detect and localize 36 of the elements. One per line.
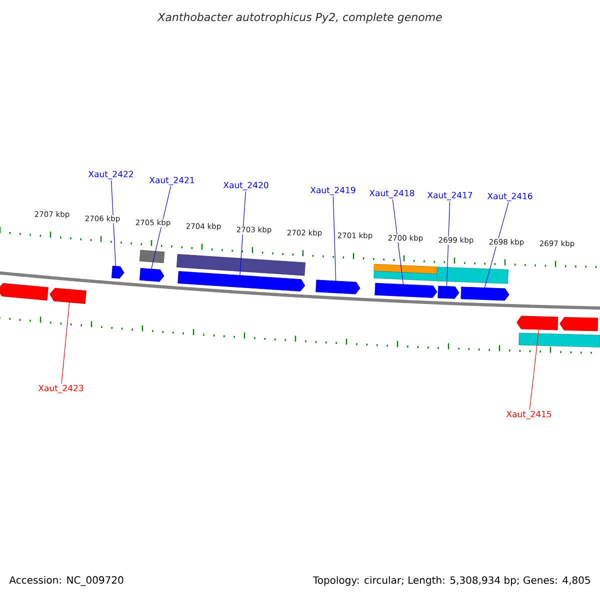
feature-bar [374, 264, 438, 274]
leader-line [110, 180, 116, 266]
gene-label: Xaut_2416 [487, 192, 532, 202]
gene-label: Xaut_2418 [369, 190, 414, 198]
gene-label: Xaut_2417 [427, 192, 472, 200]
leader-line [61, 302, 70, 384]
feature-bar [436, 266, 508, 284]
title: Xanthobacter autotrophicus Py2, complete genome [157, 12, 442, 24]
gene-label: Xaut_2422 [88, 170, 133, 180]
feature-bar [176, 254, 306, 276]
gene-label: Xaut_2423 [38, 384, 84, 394]
gene-feature [560, 317, 598, 332]
leader-line [151, 186, 172, 270]
gene-label: Xaut_2419 [310, 186, 356, 196]
genome-info: Topology: circular; Length: 5,308,934 bp; Genes: 4,805 [312, 576, 590, 586]
leader-line [484, 202, 509, 288]
gene-feature [178, 271, 306, 292]
leader-line [332, 196, 336, 282]
gene-feature [139, 268, 164, 282]
leader-line [240, 191, 246, 276]
leader-line [529, 329, 540, 410]
gene-feature [0, 283, 48, 301]
gene-feature [111, 266, 124, 279]
feature-bar [518, 332, 600, 348]
leader-line [446, 201, 450, 287]
leader-line [392, 199, 404, 285]
gene-feature [316, 280, 360, 294]
gene-feature [438, 286, 460, 299]
gene-label: Xaut_2415 [506, 410, 552, 420]
feature-bar [139, 250, 165, 264]
accession-text: Accession: NC_009720 [9, 576, 124, 586]
gene-label: Xaut_2420 [223, 182, 268, 190]
gene-feature [50, 288, 86, 304]
gene-feature [516, 316, 558, 330]
gene-label: Xaut_2421 [149, 176, 194, 186]
feature-bar [374, 270, 438, 282]
